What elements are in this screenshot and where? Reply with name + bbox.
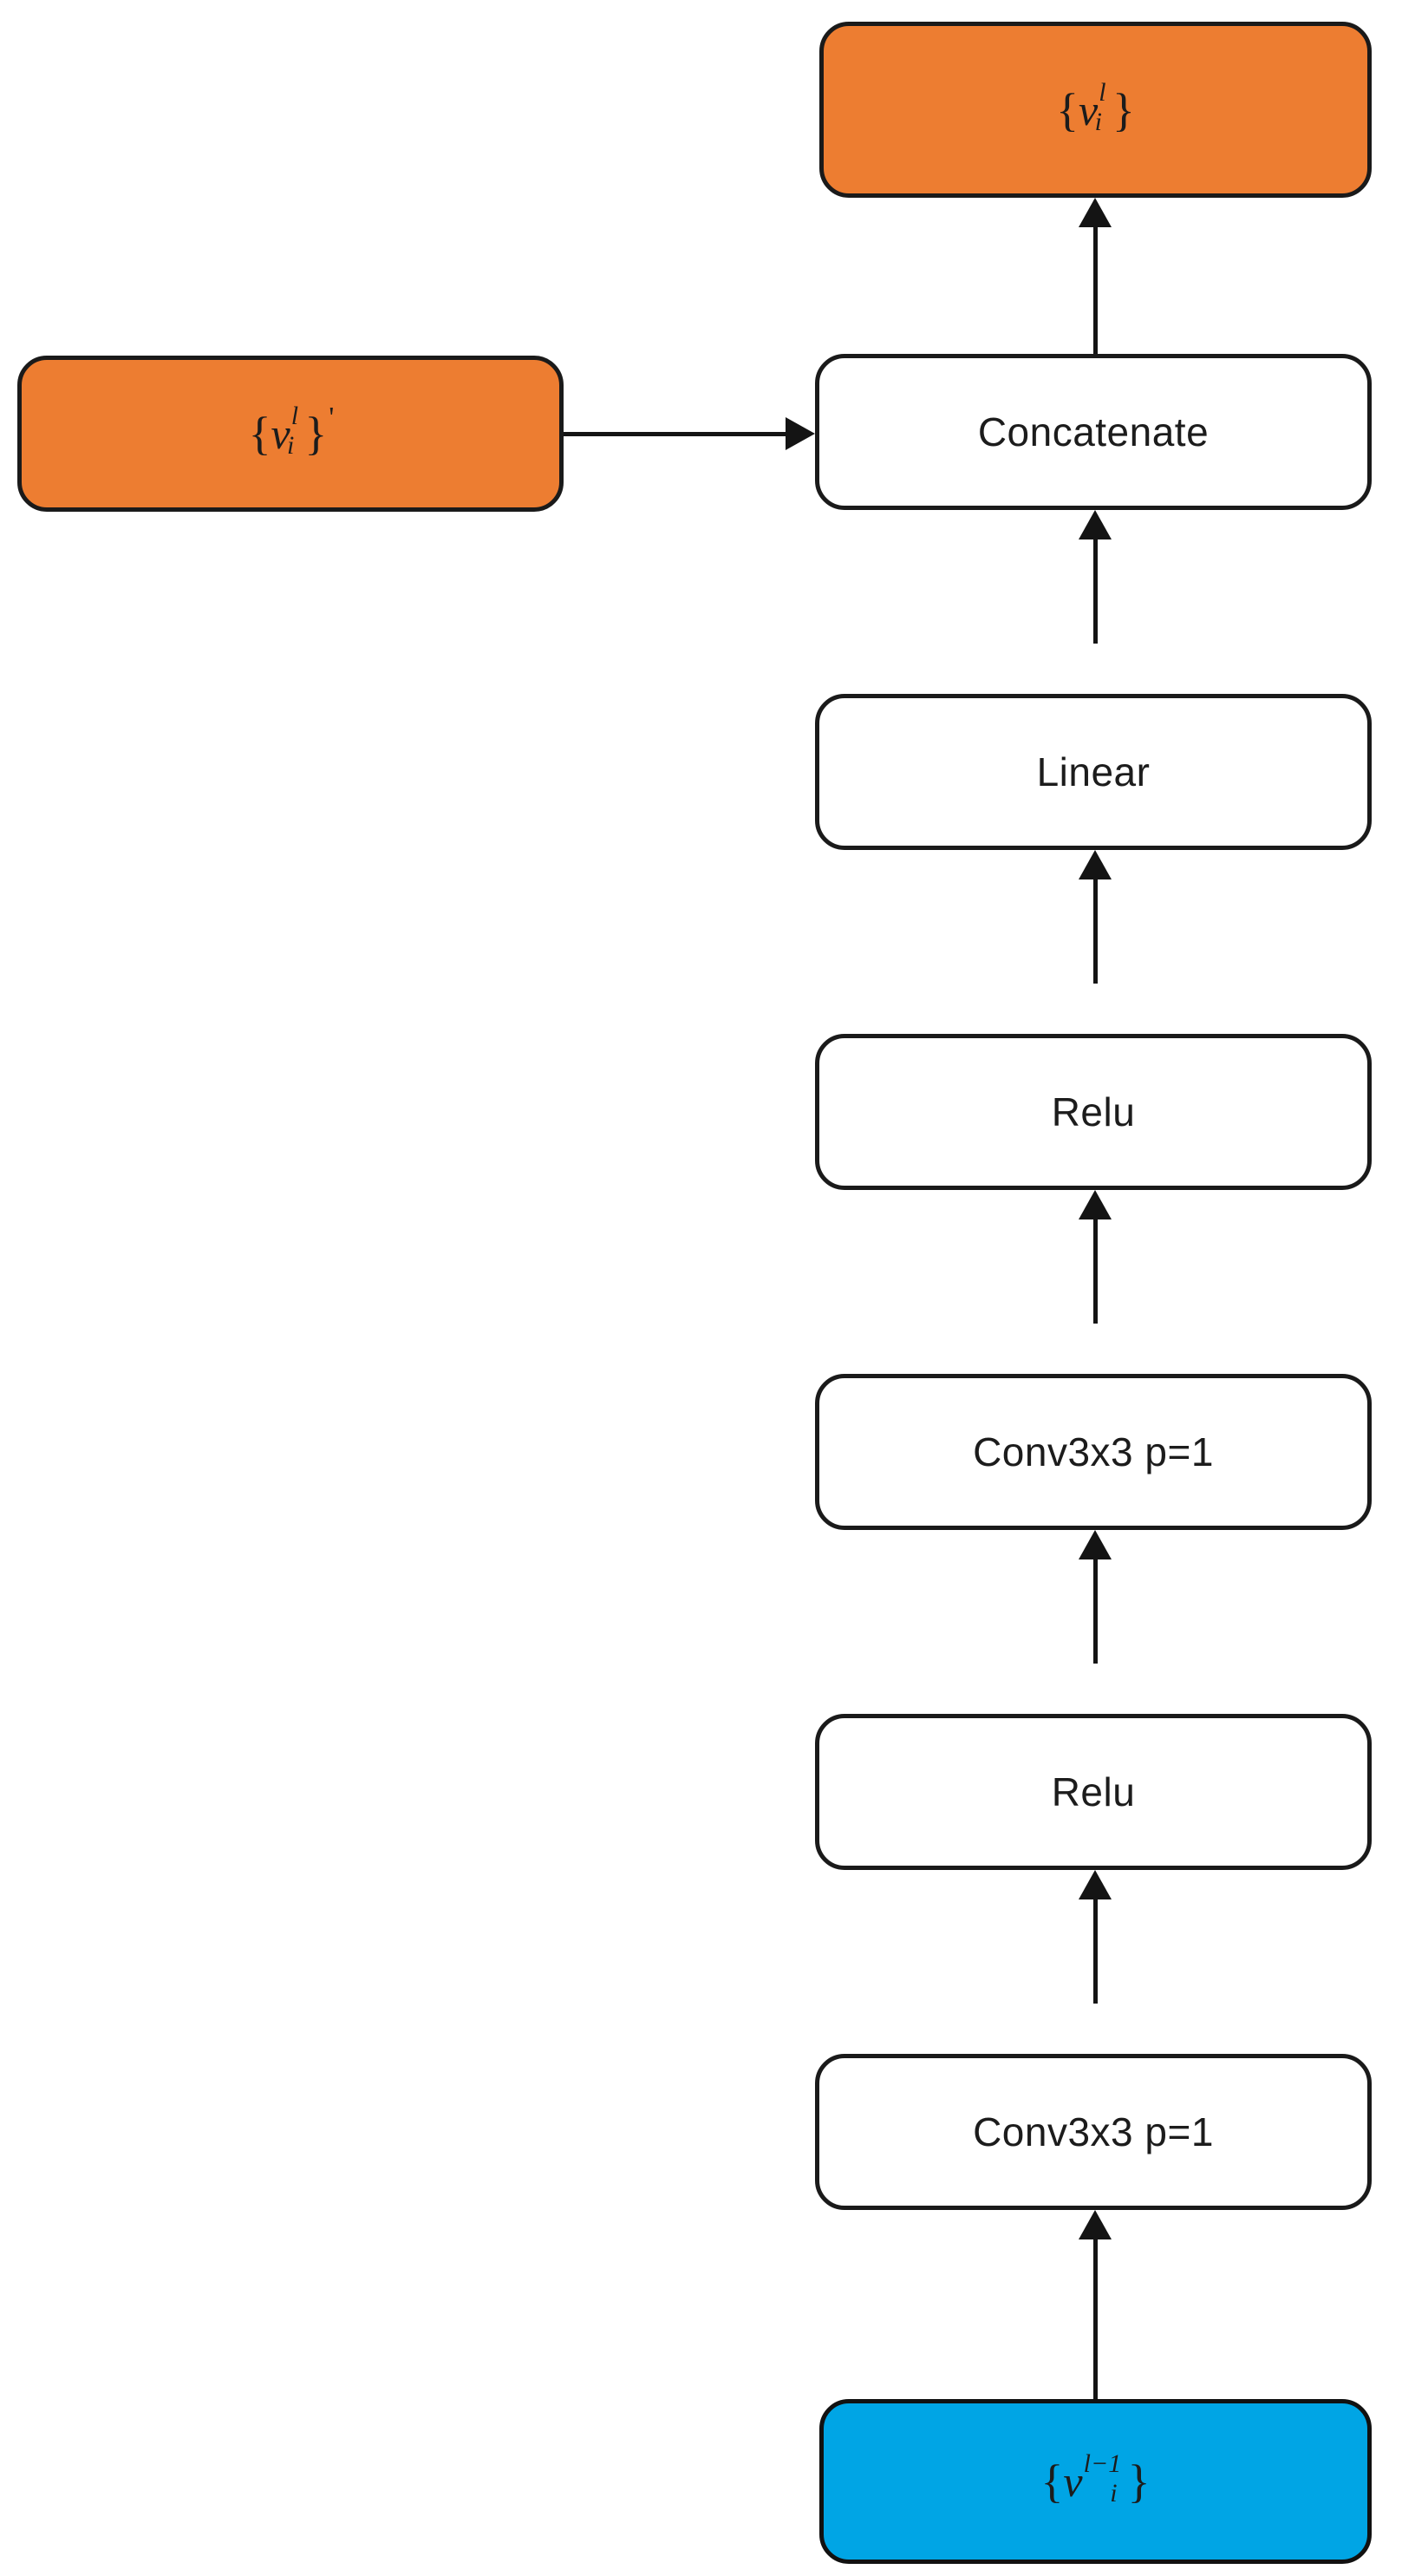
math-superscript: l (1099, 77, 1106, 107)
node-conv-top[interactable]: Conv3x3 p=1 (815, 1374, 1372, 1530)
math-prime: ' (329, 402, 335, 434)
node-conv-top-label: Conv3x3 p=1 (973, 1429, 1214, 1474)
math-superscript: l−1 (1083, 2449, 1122, 2478)
edge-input-to-conv-bottom-arrowhead (1079, 2210, 1112, 2239)
node-relu-bottom-label: Relu (1051, 1769, 1136, 1814)
edge-input-to-conv-bottom-line (1093, 2239, 1098, 2401)
node-linear[interactable]: Linear (815, 694, 1372, 850)
edge-concat-to-output-line (1093, 227, 1098, 354)
edge-relu-bottom-to-conv-top-arrowhead (1079, 1530, 1112, 1559)
brace-close: } (304, 408, 328, 460)
edge-conv-bottom-to-relu-bottom-arrowhead (1079, 1870, 1112, 1899)
edge-relu-top-to-linear-arrowhead (1079, 850, 1112, 879)
math-superscript: l (290, 402, 299, 430)
edge-conv-top-to-relu-top-arrowhead (1079, 1190, 1112, 1219)
math-var: v (1063, 2457, 1083, 2506)
brace-close: } (1127, 2455, 1151, 2507)
edge-conv-top-to-relu-top-line (1093, 1219, 1098, 1324)
node-relu-bottom[interactable]: Relu (815, 1714, 1372, 1870)
node-relu-top[interactable]: Relu (815, 1034, 1372, 1190)
node-conv-bottom-label: Conv3x3 p=1 (973, 2109, 1214, 2154)
brace-open: { (1056, 83, 1079, 136)
node-relu-top-label: Relu (1051, 1089, 1136, 1134)
edge-side-to-concat-line (564, 432, 789, 436)
brace-open: { (1040, 2455, 1064, 2507)
edge-relu-top-to-linear-line (1093, 879, 1098, 984)
edge-linear-to-concat-line (1093, 539, 1098, 644)
node-concatenate[interactable]: Concatenate (815, 354, 1372, 510)
edge-side-to-concat-arrowhead (786, 417, 815, 450)
math-subscript: i (1094, 107, 1102, 136)
node-linear-label: Linear (1036, 749, 1151, 794)
edge-relu-bottom-to-conv-top-line (1093, 1559, 1098, 1664)
math-var: v (1079, 85, 1099, 134)
node-conv-bottom[interactable]: Conv3x3 p=1 (815, 2054, 1372, 2210)
edge-conv-bottom-to-relu-bottom-line (1093, 1899, 1098, 2004)
node-concatenate-label: Concatenate (977, 409, 1210, 454)
math-var: v (271, 409, 290, 458)
math-subscript: i (1110, 2479, 1118, 2507)
edge-concat-to-output-arrowhead (1079, 198, 1112, 227)
edge-linear-to-concat-arrowhead (1079, 510, 1112, 539)
brace-open: { (248, 408, 271, 460)
brace-close: } (1112, 83, 1135, 136)
math-subscript: i (287, 431, 295, 460)
